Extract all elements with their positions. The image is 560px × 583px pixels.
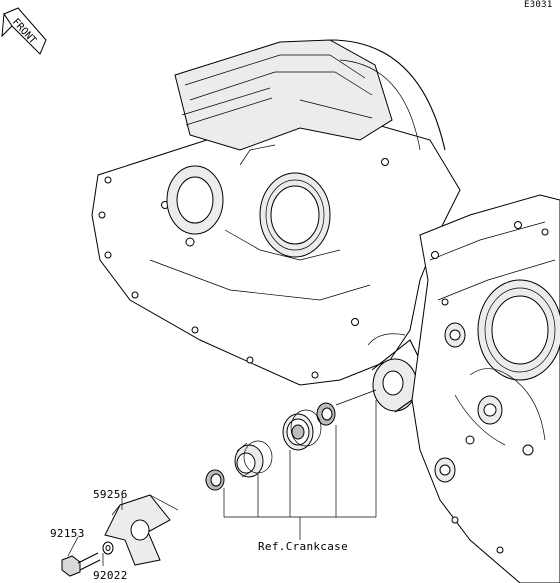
bolt — [61, 552, 101, 577]
oil-seal-small — [205, 469, 225, 491]
part-number-59256: 59256 — [93, 488, 128, 501]
washer — [102, 541, 114, 555]
crankcase-right-half — [411, 194, 560, 583]
crankcase-left-half — [91, 39, 461, 413]
part-number-92022: 92022 — [93, 569, 128, 582]
leader-lines — [67, 389, 377, 566]
impeller — [104, 494, 179, 566]
mechanical-seal — [234, 440, 273, 478]
part-number-92153: 92153 — [50, 527, 85, 540]
ball-bearing — [282, 409, 322, 451]
diagram-code: E3031 — [524, 0, 553, 10]
oil-seal-large — [316, 402, 336, 426]
front-arrow-icon: FRONT — [1, 7, 47, 55]
reference-label: Ref.Crankcase — [258, 540, 348, 553]
